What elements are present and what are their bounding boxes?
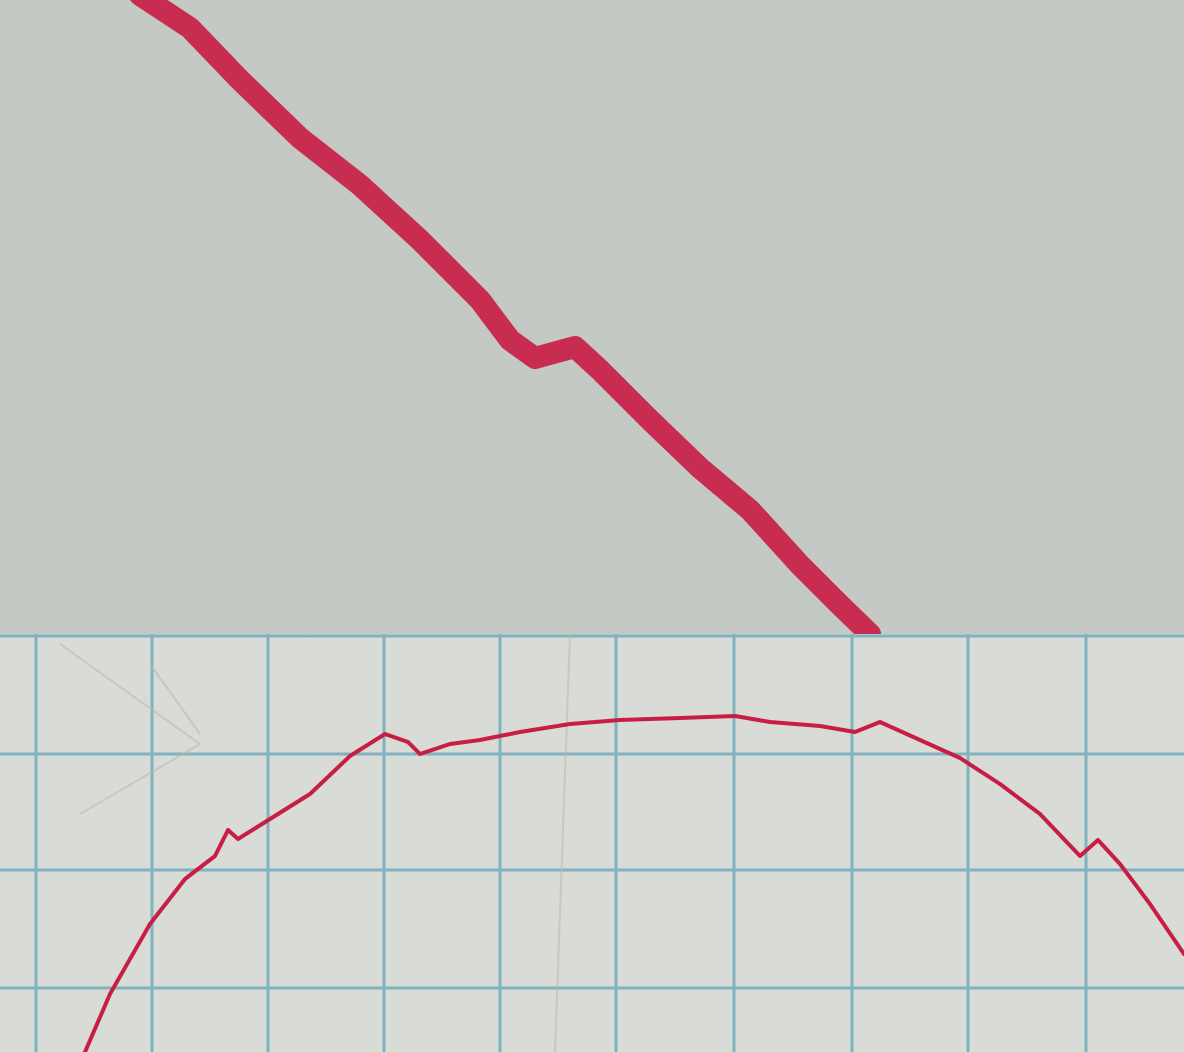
- faint-pencil-marks: [59, 634, 571, 1052]
- red-ink-curve: [83, 714, 1184, 1052]
- graph-paper-background: [0, 634, 1184, 1052]
- pencil-mark: [59, 643, 202, 815]
- red-ink-stroke-diagonal: [130, 0, 881, 634]
- graph-paper-panel: [0, 634, 1184, 1052]
- plain-paper-panel: [0, 0, 1184, 634]
- plain-paper-drawing: [0, 0, 1184, 634]
- paper-grain: [0, 0, 1184, 634]
- graph-paper-drawing: [0, 634, 1184, 1052]
- graph-grid: [0, 634, 1184, 1052]
- pencil-mark: [149, 663, 201, 735]
- pencil-mark: [554, 634, 571, 1052]
